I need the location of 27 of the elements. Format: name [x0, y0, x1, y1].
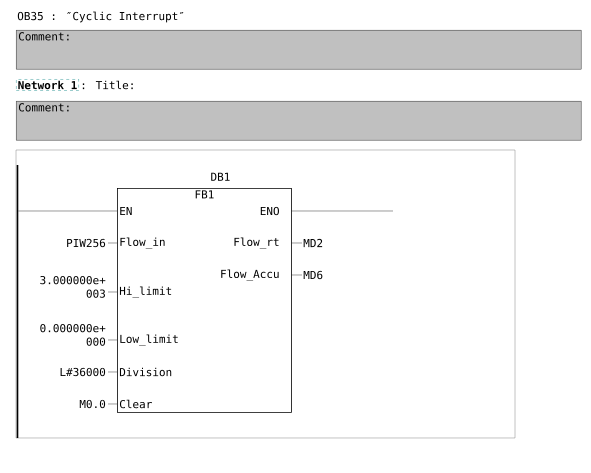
pin-name: EN: [120, 206, 132, 215]
wire: [18, 210, 118, 212]
wire: [292, 210, 394, 212]
pin-name: Division: [120, 368, 172, 376]
parameter-value: M0.0: [80, 400, 106, 408]
parameter-value: MD6: [304, 270, 322, 280]
comment-box: Comment:: [16, 101, 582, 140]
parameter-value: 0.000000e+ 000: [40, 324, 106, 346]
pin-name: Flow_rt: [234, 237, 279, 248]
parameter-value: L#36000: [60, 368, 106, 376]
pin-name: Low_limit: [120, 334, 178, 346]
pin-name: Hi_limit: [120, 286, 172, 298]
network-title: : Title:: [82, 80, 133, 90]
pin-name: Clear: [120, 400, 152, 408]
network-label: Network 1: [16, 79, 79, 91]
parameter-value: 3.000000e+ 003: [40, 276, 106, 298]
block-title: OB35 : ″Cyclic Interrupt″: [18, 12, 184, 22]
pin-name: Flow_in: [120, 237, 165, 248]
wire: [108, 242, 118, 244]
pin-name: Flow_Accu: [221, 269, 279, 280]
wire: [292, 242, 302, 244]
pin-name: ENO: [260, 206, 279, 216]
comment-box: Comment:: [16, 30, 582, 70]
parameter-value: PIW256: [67, 238, 106, 248]
parameter-value: MD2: [304, 238, 322, 248]
wire: [292, 274, 302, 276]
instance-label: DB1: [211, 172, 230, 181]
